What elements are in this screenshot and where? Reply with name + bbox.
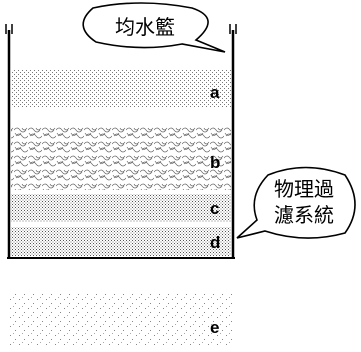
side-callout-line1: 物理過 [274,177,334,201]
layer-e: e [10,291,233,347]
layer-d: d [11,227,231,256]
top-callout-bubble [82,2,226,53]
layer-c-label: c [210,199,219,218]
top-callout: 均水籃 [82,2,226,53]
layer-d-fill [11,227,231,256]
side-callout-line2: 濾系統 [274,203,334,227]
layer-c: c [11,194,231,222]
side-callout-bubble [236,166,356,239]
layer-c-fill [11,194,231,222]
container-walls [5,24,237,259]
layer-a-fill [11,70,231,107]
layer-b-fill [11,127,231,190]
layer-a: a [11,70,231,107]
top-callout-text: 均水籃 [115,15,175,39]
side-callout: 物理過 濾系統 [236,166,356,239]
layer-b: b [11,127,231,190]
layer-e-label: e [210,318,219,337]
layer-a-label: a [210,83,220,102]
layer-d-label: d [210,233,220,252]
layer-b-label: b [210,153,220,172]
layer-e-fill [10,291,233,347]
